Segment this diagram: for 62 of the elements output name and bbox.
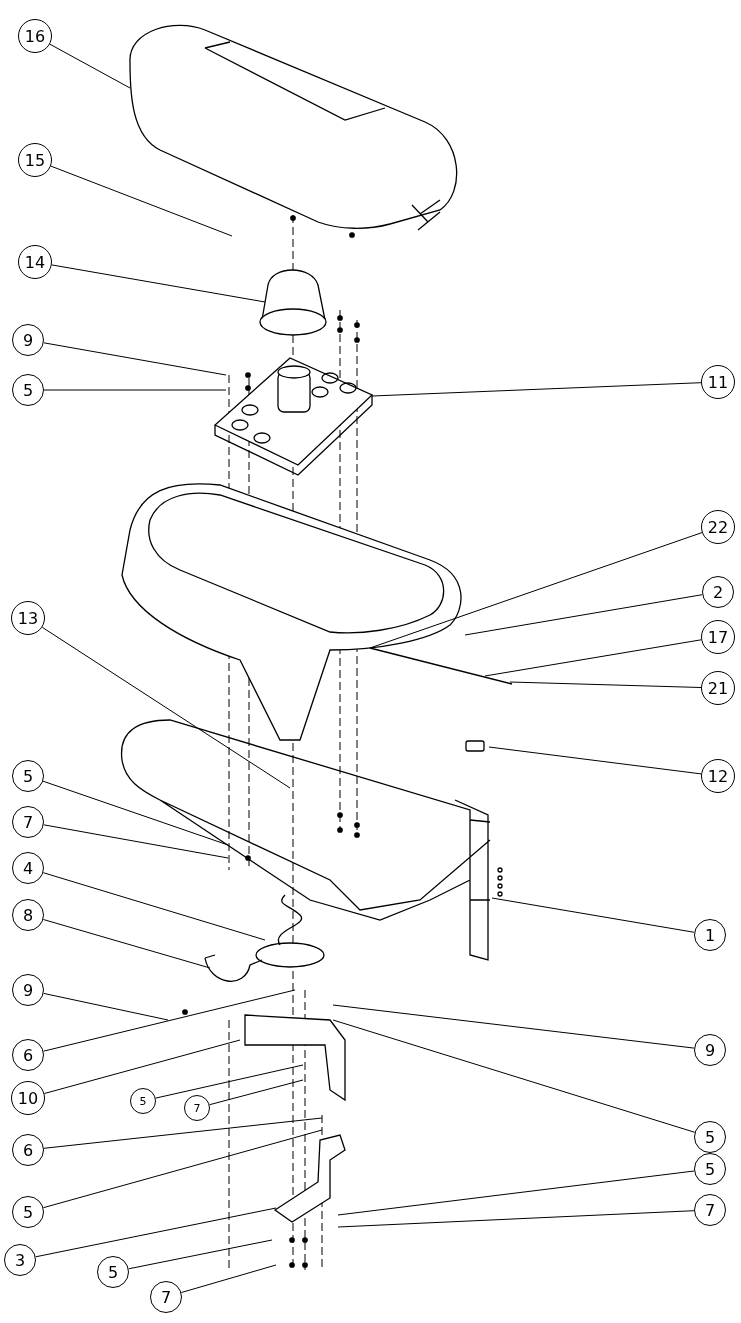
leader-line (128, 1239, 273, 1270)
callout-number: 5 (694, 1153, 726, 1185)
callout-number: 17 (701, 620, 735, 654)
callout-number: 5 (12, 374, 44, 406)
callout-number: 12 (701, 759, 735, 793)
callout-number: 21 (701, 671, 735, 705)
callout-number: 8 (12, 899, 44, 931)
leader-line (491, 897, 695, 933)
callout-number: 11 (701, 365, 735, 399)
leader-line (49, 43, 131, 89)
callout-number: 7 (184, 1095, 210, 1121)
leader-line (337, 1210, 695, 1228)
leader-line (484, 639, 702, 677)
callout-number: 7 (694, 1194, 726, 1226)
leader-line (43, 342, 227, 376)
callout-number: 3 (4, 1244, 36, 1276)
leader-line (42, 919, 211, 969)
leader-line (209, 1079, 304, 1106)
callout-number: 22 (701, 510, 735, 544)
leader-line (155, 1064, 304, 1099)
leader-line (43, 989, 296, 1052)
callout-number: 5 (97, 1256, 129, 1288)
callout-number: 5 (130, 1088, 156, 1114)
leader-line (42, 780, 229, 846)
leader-line (42, 872, 266, 941)
leader-line (464, 594, 703, 636)
callout-number: 5 (12, 1196, 44, 1228)
leader-line (43, 824, 229, 859)
leader-line (43, 1117, 323, 1149)
callout-number: 16 (18, 19, 52, 53)
callout-number: 6 (12, 1134, 44, 1166)
callout-number: 9 (12, 974, 44, 1006)
callout-number: 9 (12, 324, 44, 356)
callout-number: 7 (12, 806, 44, 838)
callout-number: 14 (18, 245, 52, 279)
callout-number: 1 (694, 919, 726, 951)
leader-line (43, 1039, 241, 1094)
leader-line (41, 626, 291, 789)
callout-number: 2 (702, 576, 734, 608)
callout-number: 5 (12, 760, 44, 792)
callout-number: 7 (150, 1281, 182, 1313)
leader-line (369, 532, 703, 649)
callout-number: 9 (694, 1034, 726, 1066)
leader-line (42, 1129, 323, 1209)
leader-line (43, 992, 169, 1021)
callout-number: 15 (18, 143, 52, 177)
leader-line (332, 1019, 696, 1133)
leader-line (332, 1004, 695, 1049)
callout-number: 5 (694, 1121, 726, 1153)
leader-line (371, 382, 702, 397)
leader-line (43, 389, 227, 391)
leader-line (51, 264, 266, 303)
leader-line (509, 681, 702, 688)
leader-line (488, 746, 702, 775)
leader-line (35, 1207, 277, 1258)
leader-line (180, 1264, 277, 1293)
callout-number: 10 (11, 1081, 45, 1115)
callout-number: 13 (11, 601, 45, 635)
callout-number: 4 (12, 852, 44, 884)
callout-number: 6 (12, 1039, 44, 1071)
leader-line (337, 1170, 695, 1216)
leader-line (50, 165, 233, 237)
